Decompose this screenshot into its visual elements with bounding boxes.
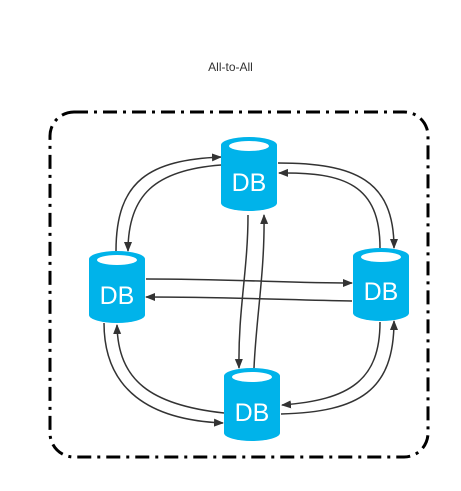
db-label: DB [364,278,399,306]
edge-top-to-right [277,162,398,249]
db-label: DB [100,282,135,310]
edge-bottom-to-top [253,214,269,369]
edge-left-to-bottom [103,322,224,427]
db-node-right: DB [353,248,409,321]
edge-left-to-top [115,153,222,252]
edge-top-to-left [124,164,222,252]
db-cylinder-top [361,252,401,262]
edge-right-to-bottom [281,321,381,409]
edge-top-to-bottom [234,214,249,369]
db-cylinder-top [97,255,137,265]
edge-bottom-to-left [113,324,225,414]
db-cylinder-top [232,372,272,382]
db-cylinder-icon [224,368,280,441]
db-label: DB [235,399,270,427]
db-cylinder-icon [89,251,145,323]
edge-bottom-to-right [280,320,398,415]
cluster-boundary [48,110,430,459]
db-node-bottom: DB [224,368,280,441]
db-node-top: DB [221,137,277,211]
edge-right-to-top [278,168,381,249]
db-cylinder-icon [353,248,409,321]
edge-left-to-right [145,278,353,287]
db-node-left: DB [89,251,145,323]
connector-arrows [103,153,398,427]
edge-right-to-left [145,293,353,302]
diagram-title: All-to-All [208,60,253,74]
db-cylinder-top [229,141,269,151]
db-label: DB [232,169,267,197]
db-cylinder-icon [221,137,277,211]
